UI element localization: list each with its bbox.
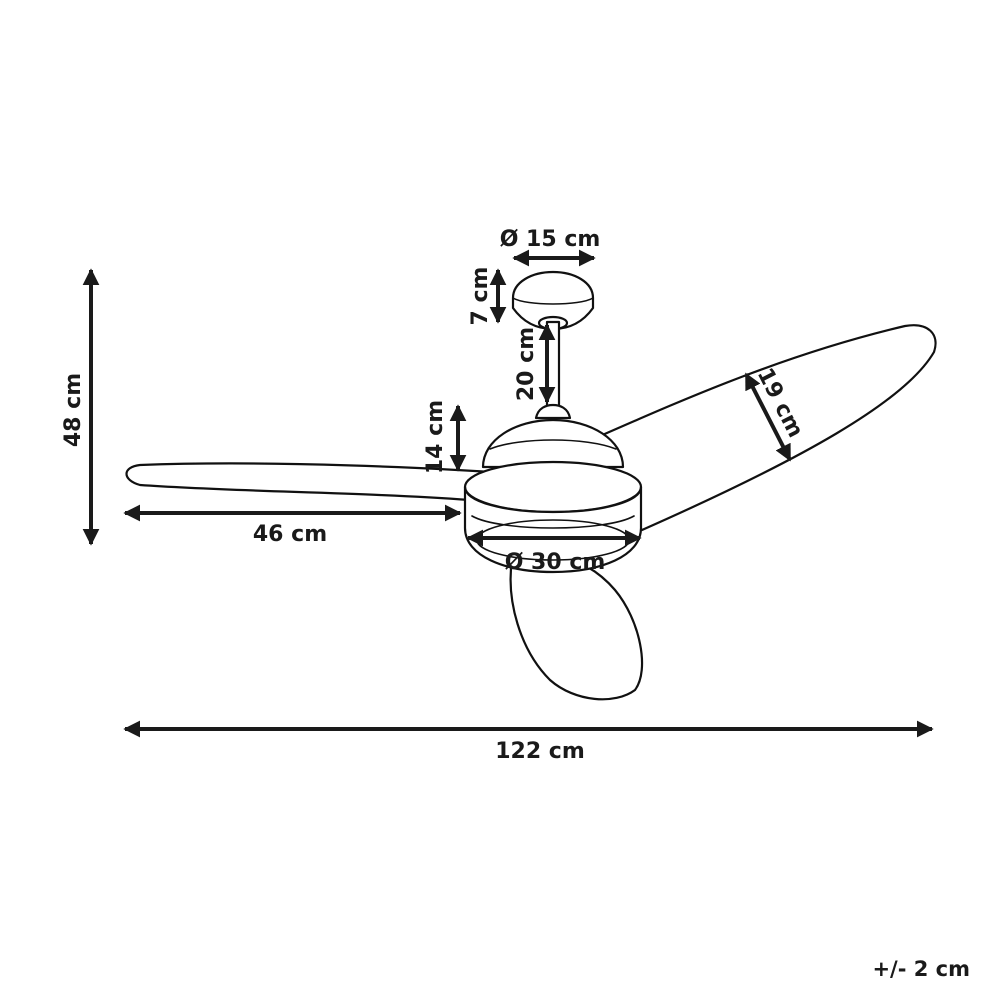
- right-blade: [538, 324, 937, 532]
- left-blade: [125, 462, 522, 502]
- light-kit-ring: [471, 515, 635, 529]
- label-canopy-height: 7 cm: [468, 267, 493, 326]
- label-tolerance: +/- 2 cm: [872, 957, 970, 981]
- label-canopy-diameter: Ø 15 cm: [500, 227, 601, 252]
- label-motor-height: 14 cm: [423, 400, 448, 474]
- dim-blade-width-line: [744, 372, 792, 462]
- canopy-rim: [512, 297, 594, 305]
- label-total-height: 48 cm: [61, 373, 86, 447]
- motor-housing: [481, 418, 625, 469]
- rod-coupler: [534, 403, 572, 420]
- motor-band: [489, 439, 617, 450]
- label-downrod-length: 20 cm: [514, 327, 539, 401]
- label-blade-length: 46 cm: [253, 522, 327, 547]
- fan-illustration: [125, 270, 937, 701]
- label-light-diameter: Ø 30 cm: [505, 550, 606, 575]
- light-kit-body: [463, 485, 643, 574]
- canopy: [511, 270, 595, 331]
- bottom-blade: [509, 556, 644, 701]
- dimension-lines: [82, 249, 934, 738]
- label-total-span: 122 cm: [495, 739, 585, 764]
